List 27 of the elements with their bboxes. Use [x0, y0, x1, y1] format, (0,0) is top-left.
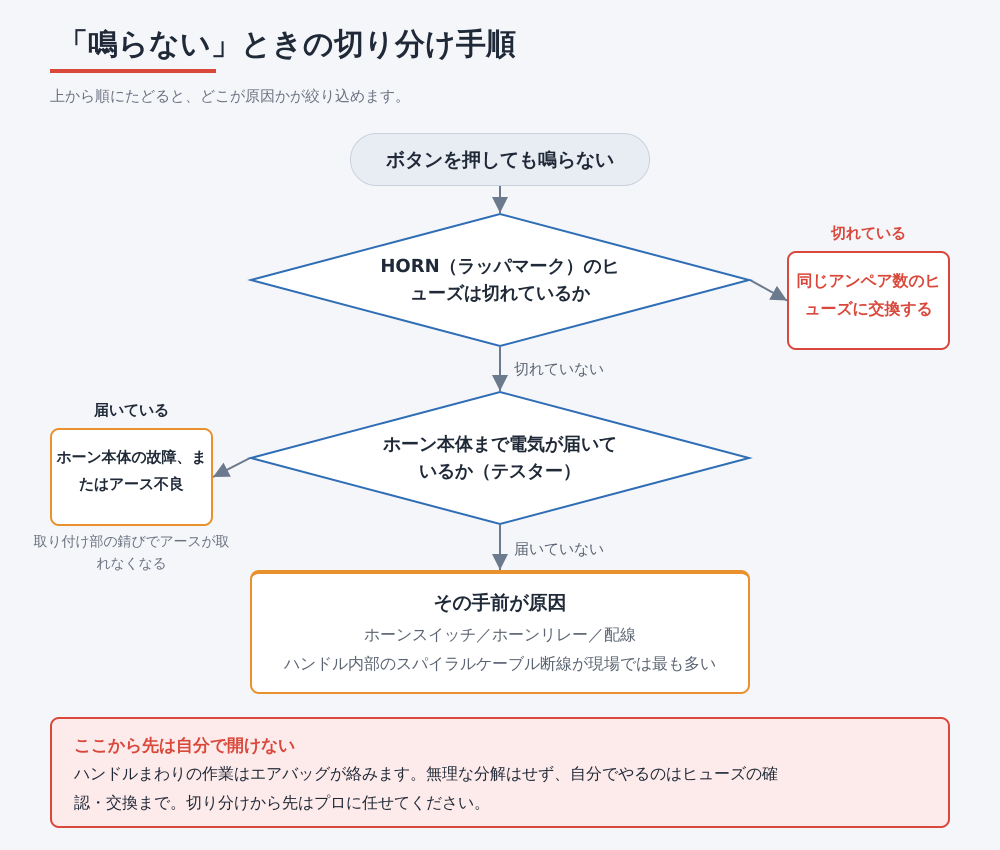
page-title: 「鳴らない」ときの切り分け手順	[58, 26, 516, 64]
action-text: 同じアンペア数のヒューズに交換する	[796, 270, 942, 320]
result-box	[50, 428, 213, 526]
question-text: HORN（ラッパマーク）のヒューズは切れているか	[380, 255, 620, 306]
cause-detail: ホーンスイッチ／ホーンリレー／配線	[364, 624, 636, 646]
cause-detail: ハンドル内部のスパイラルケーブル断線が現場では最も多い	[284, 653, 716, 675]
start-pill	[350, 133, 650, 186]
warning-text: ハンドルまわりの作業はエアバッグが絡みます。無理な分解はせず、自分でやるのはヒューズの確認・交換まで。切り分けから先はプロに任せてください。	[74, 763, 779, 814]
edge-label: 届いていない	[512, 540, 606, 558]
note-text: 取り付け部の錆びでアースが取れなくなる	[32, 533, 230, 574]
arrow	[492, 186, 508, 213]
warning-heading: ここから先は自分で開けない	[74, 735, 295, 758]
question-text: ホーン本体まで電気が届いているか（テスター）	[382, 433, 618, 484]
result-text: ホーン本体の故障、またはアース不良	[56, 447, 206, 495]
arrow	[492, 347, 508, 391]
subtitle: 上から順にたどると、どこが原因かが絞り込めます。	[50, 87, 410, 106]
cause-heading: その手前が原因	[434, 591, 566, 616]
decision-diamond	[250, 213, 750, 347]
arrow	[212, 457, 250, 478]
warning-box	[50, 717, 950, 828]
cause-box	[250, 570, 750, 694]
arrow	[750, 279, 788, 302]
decision-diamond	[250, 391, 750, 525]
edge-label: 切れていない	[512, 360, 606, 378]
start-text: ボタンを押しても鳴らない	[386, 148, 614, 172]
arrow	[492, 525, 508, 570]
action-box	[787, 251, 950, 350]
